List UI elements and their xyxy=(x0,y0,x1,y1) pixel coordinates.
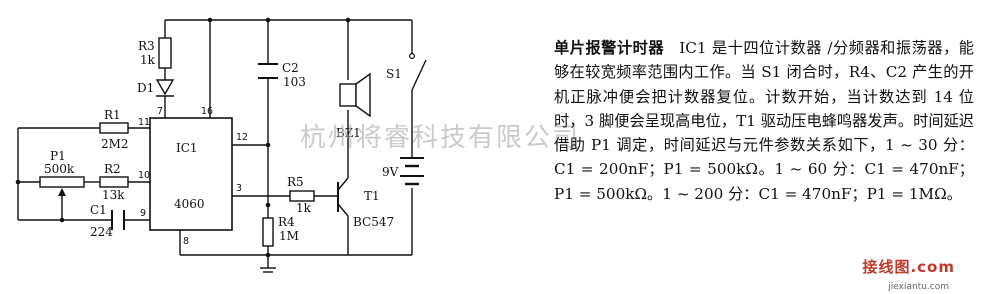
c2-label: C2 xyxy=(282,61,299,75)
r3-body xyxy=(158,37,172,69)
ic1-label: IC1 xyxy=(176,141,198,155)
ic1-part: 4060 xyxy=(174,197,205,211)
c1-symbol xyxy=(111,210,125,230)
pin-3: 3 xyxy=(236,183,242,194)
r1-label: R1 xyxy=(104,108,121,122)
p1-wiper-arrow xyxy=(58,188,66,196)
pin-8: 8 xyxy=(183,236,189,247)
wiring xyxy=(15,17,413,273)
t1-label: T1 xyxy=(364,189,380,203)
c1-value: 224 xyxy=(90,225,113,239)
d1-symbol xyxy=(155,79,175,96)
r1-value: 2M2 xyxy=(101,137,129,151)
pin-12: 12 xyxy=(236,132,248,143)
battery-symbol xyxy=(400,157,424,186)
pin-10: 10 xyxy=(138,170,150,181)
r5-value: 1k xyxy=(296,201,312,215)
c2-symbol xyxy=(258,63,278,79)
r5-label: R5 xyxy=(287,175,304,189)
c2-value: 103 xyxy=(283,75,306,89)
d1-label: D1 xyxy=(137,81,154,95)
c1-label: C1 xyxy=(90,203,107,217)
watermark: 杭州将睿科技有限公司 xyxy=(300,123,580,153)
s1-label: S1 xyxy=(386,67,402,81)
pin-16: 16 xyxy=(201,106,213,117)
site-logo: 接线图.com xyxy=(862,258,955,276)
article-body: IC1 是十四位计数器 /分频器和振荡器，能够在较宽频率范围内工作。当 S1 闭… xyxy=(554,39,974,203)
p1-label: P1 xyxy=(50,149,66,163)
pin-11: 11 xyxy=(138,117,150,128)
r3-label: R3 xyxy=(138,39,155,53)
pin-9: 9 xyxy=(140,208,146,219)
site-url: jiexiantu.com xyxy=(888,282,949,292)
r2-body xyxy=(99,176,129,188)
r1-body xyxy=(99,122,129,134)
r3-value: 1k xyxy=(140,53,156,67)
r4-body xyxy=(262,217,274,247)
r5-body xyxy=(289,190,315,202)
r2-value: 13k xyxy=(102,188,125,202)
article-text: 单片报警计时器 IC1 是十四位计数器 /分频器和振荡器，能够在较宽频率范围内工… xyxy=(554,36,974,206)
buzzer-symbol xyxy=(339,72,371,118)
switch-s1 xyxy=(409,52,427,91)
r4-value: 1M xyxy=(279,229,299,243)
article-title: 单片报警计时器 xyxy=(554,39,665,57)
t1-part: BC547 xyxy=(353,215,394,229)
battery-label: 9V xyxy=(382,165,399,179)
bz1-label: BZ1 xyxy=(336,126,361,140)
r4-label: R4 xyxy=(278,215,295,229)
r2-label: R2 xyxy=(104,162,121,176)
ic1-package xyxy=(149,117,233,231)
p1-body xyxy=(39,176,85,188)
p1-value: 500k xyxy=(44,162,75,176)
pin-7: 7 xyxy=(157,106,163,117)
